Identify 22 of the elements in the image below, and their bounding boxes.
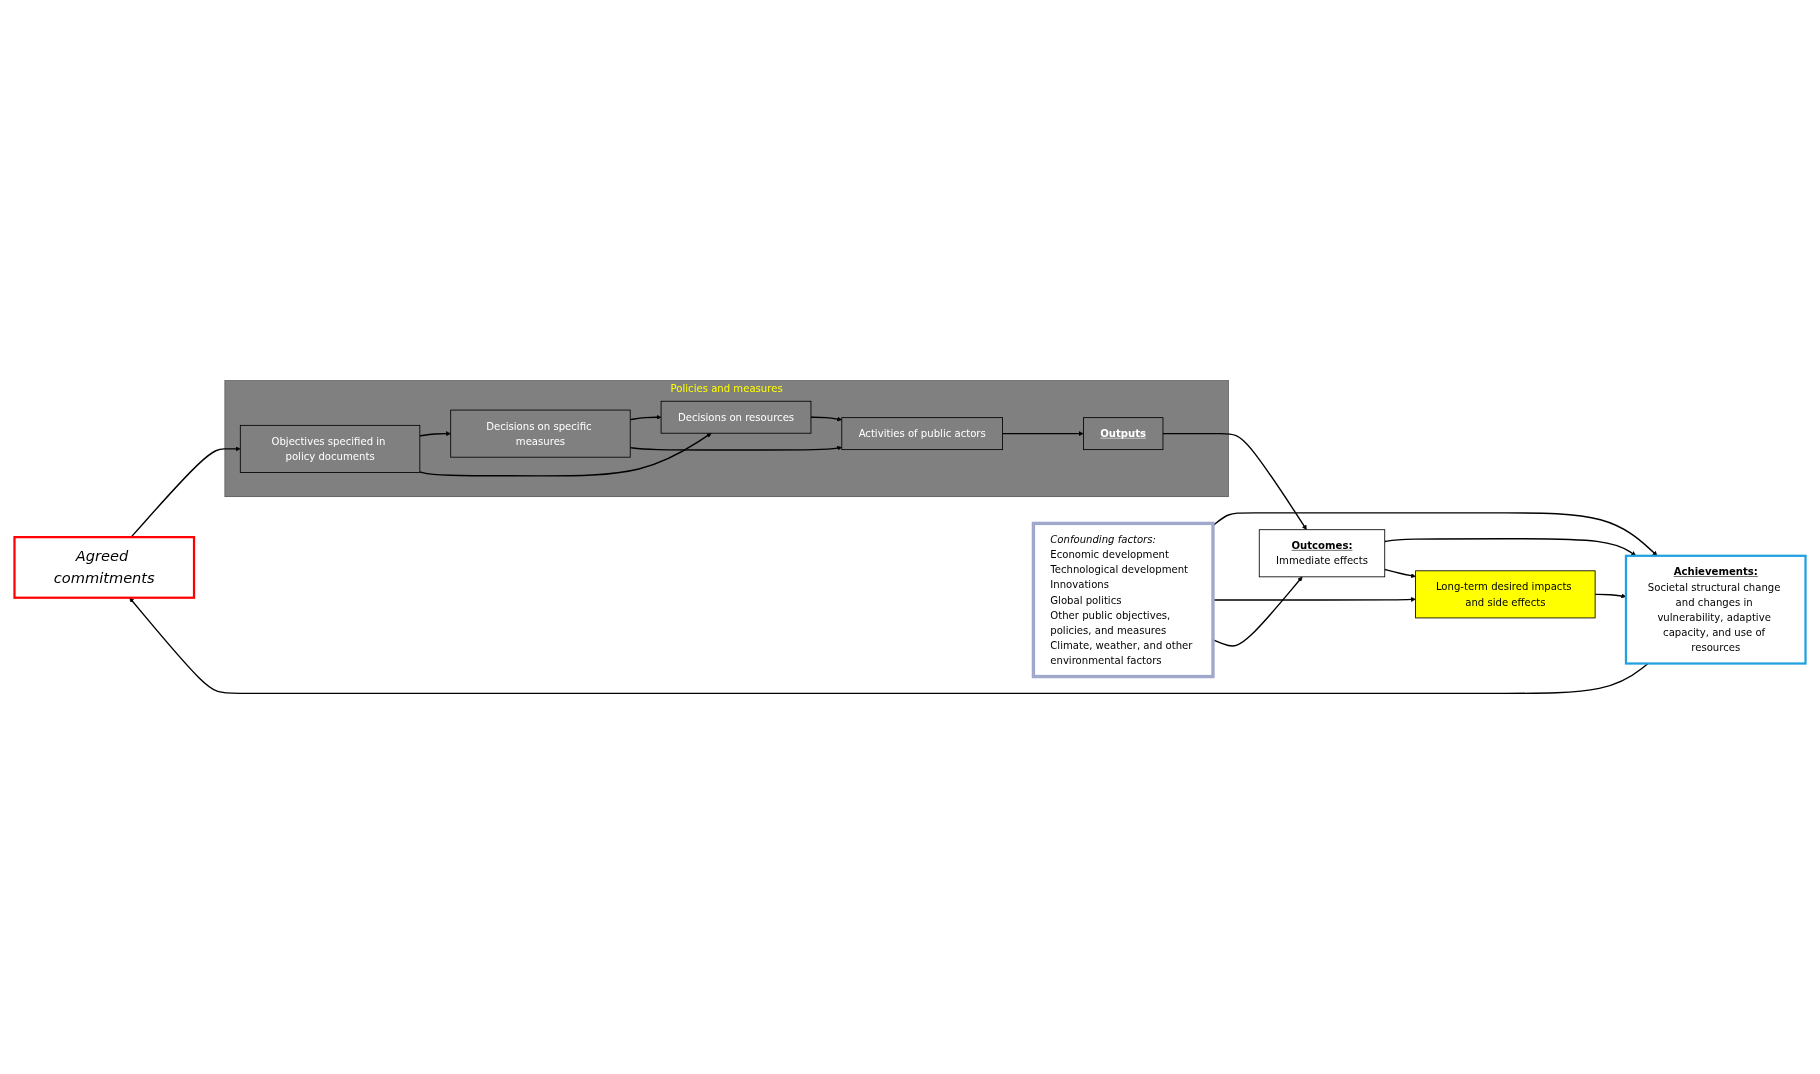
arrow	[130, 446, 241, 538]
arrow	[419, 431, 451, 437]
node-box: Decisions on resources	[660, 400, 812, 434]
node-box: Outcomes: Immediate effects	[1258, 529, 1386, 578]
arrow	[1384, 537, 1637, 556]
arrow	[810, 416, 842, 422]
node-box: Activities of public actors	[841, 417, 1003, 451]
node-box: Outputs	[1083, 417, 1164, 451]
arrow	[1212, 512, 1658, 556]
arrow	[629, 445, 842, 451]
node-box: Achievements: Societal structural change and changes in vulnerability, adaptive capacity, and use of resources	[1624, 554, 1807, 665]
node-box: Agreed commitments	[13, 536, 196, 599]
node-box: Confounding factors: Economic development Technological development Innovations Global politics Other public objectives, policies, and measures Climate, weather, and other environmental factors	[1031, 521, 1215, 679]
node-box: Objectives specified in policy documents	[239, 424, 421, 473]
arrow	[629, 414, 662, 421]
arrow	[129, 597, 1649, 695]
node-box: Decisions on specific measures	[450, 409, 631, 458]
arrow	[1001, 431, 1084, 437]
arrow	[419, 433, 712, 477]
arrow	[1162, 432, 1307, 530]
arrow	[1384, 568, 1416, 579]
node-box: Long-term desired impacts and side effects	[1415, 570, 1596, 619]
